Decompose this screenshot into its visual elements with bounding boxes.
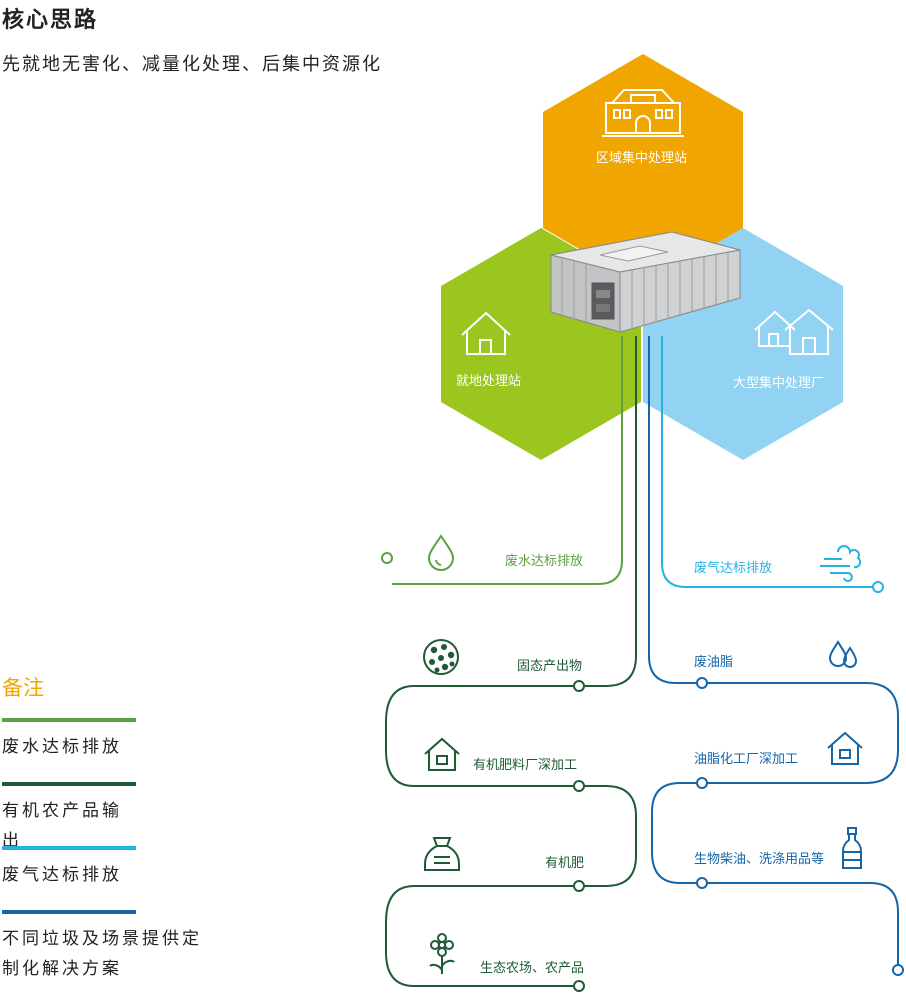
bottle-icon xyxy=(842,827,862,869)
fertilizer-bag-icon xyxy=(424,837,460,871)
legend-bar xyxy=(2,846,136,850)
exhaust-label: 废气达标排放 xyxy=(694,561,773,576)
legend-bar xyxy=(2,910,136,914)
legend-bar xyxy=(2,718,136,722)
particles-icon xyxy=(423,639,459,675)
water-drop-icon xyxy=(427,534,455,571)
fertilizer-plant-label: 有机肥料厂深加工 xyxy=(473,758,578,773)
legend-bar xyxy=(2,782,136,786)
legend-text: 废水达标排放 xyxy=(2,737,122,757)
legend-text: 不同垃圾及场景提供定制化解决方案 xyxy=(2,929,202,979)
pipe-exhaust xyxy=(661,336,873,588)
house-icon xyxy=(461,311,511,355)
wastewater-label: 废水达标排放 xyxy=(505,554,584,569)
page-subtitle: 先就地无害化、减量化处理、后集中资源化 xyxy=(2,54,382,75)
hexagon-right-label: 大型集中处理厂 xyxy=(733,376,825,391)
legend-item-organic: 有机农产品输出 xyxy=(2,782,136,856)
factory-icon xyxy=(424,737,460,771)
oil-chem-label: 油脂化工厂深加工 xyxy=(694,752,799,767)
pipe-wastewater xyxy=(392,336,623,585)
building-icon xyxy=(602,89,684,137)
oil-factory-icon xyxy=(827,731,863,765)
legend-item-wastewater: 废水达标排放 xyxy=(2,718,136,762)
biodiesel-label: 生物柴油、洗涤用品等 xyxy=(694,852,825,867)
flower-icon xyxy=(429,933,455,974)
legend-item-exhaust: 废气达标排放 xyxy=(2,846,136,890)
waste-oil-label: 废油脂 xyxy=(694,655,734,670)
legend-item-custom: 不同垃圾及场景提供定制化解决方案 xyxy=(2,910,202,984)
exhaust-icon xyxy=(820,545,862,582)
page-title: 核心思路 xyxy=(2,8,99,33)
fertilizer-label: 有机肥 xyxy=(545,856,585,871)
oil-drops-icon xyxy=(828,640,858,668)
houses-icon xyxy=(754,308,834,355)
legend-text: 废气达标排放 xyxy=(2,865,122,885)
machine-illustration xyxy=(550,231,741,333)
pipe-organic xyxy=(385,336,637,987)
hexagon-left-label: 就地处理站 xyxy=(456,374,522,389)
eco-farm-label: 生态农场、农产品 xyxy=(480,961,585,976)
hexagon-top-label: 区域集中处理站 xyxy=(596,151,688,166)
hexagon-top xyxy=(543,54,743,286)
solid-output-label: 固态产出物 xyxy=(517,659,583,674)
legend-title: 备注 xyxy=(2,676,44,700)
